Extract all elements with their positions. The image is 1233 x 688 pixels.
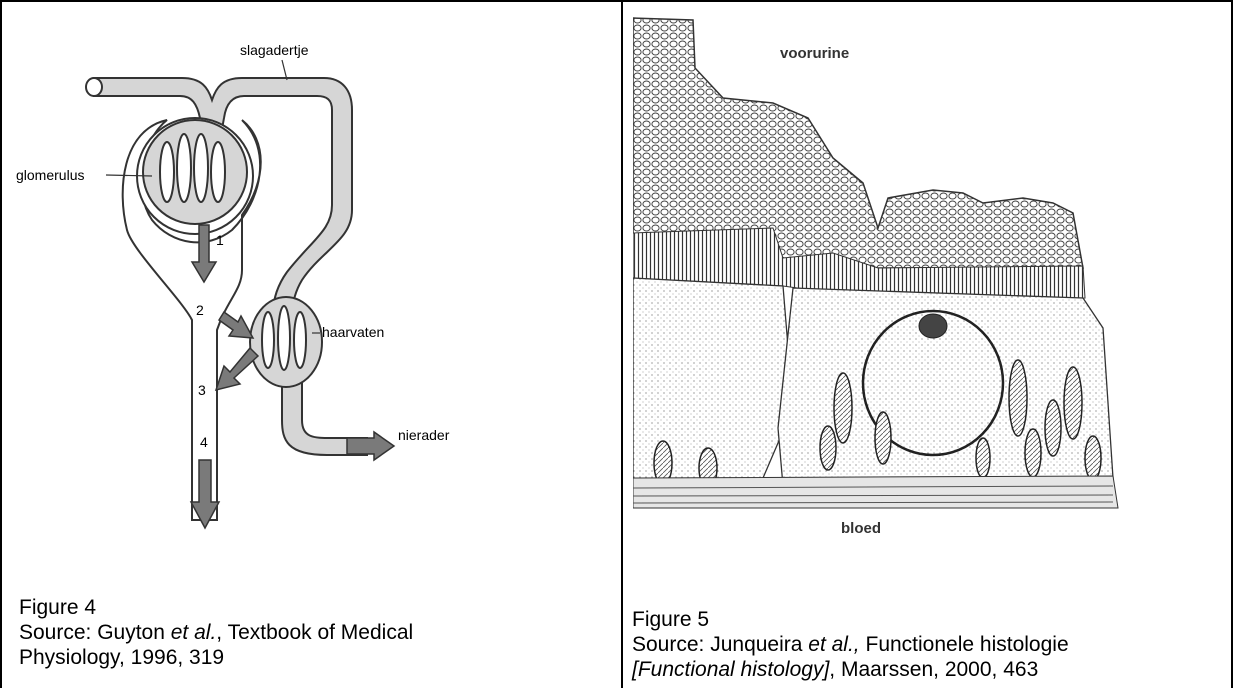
arrow-3: [216, 348, 258, 390]
label-n2: 2: [196, 302, 204, 318]
figure5-cell: voorurine bloed Figure 5 Source: Junquei…: [623, 0, 1231, 688]
label-n1: 1: [216, 232, 224, 248]
nephron-diagram: slagadertje glomerulus haarvaten nierade…: [2, 0, 621, 580]
figure5-source-prefix: Source: Junqueira: [632, 633, 808, 656]
figure4-source-italic: et al.: [171, 621, 217, 644]
figure4-source-line1: Source: Guyton et al., Textbook of Medic…: [19, 620, 413, 645]
glomerulus-ball: [137, 118, 253, 234]
histology-drawing: voorurine bloed: [633, 8, 1218, 553]
label-vein: nierader: [398, 427, 450, 443]
figure5-source-italic: et al.,: [808, 633, 859, 656]
figure5-caption: Figure 5 Source: Junqueira et al., Funct…: [632, 607, 1069, 682]
figure4-caption: Figure 4 Source: Guyton et al., Textbook…: [19, 595, 413, 670]
figure5-source-line2-italic: [Functional histology]: [632, 658, 829, 681]
label-n3: 3: [198, 382, 206, 398]
figure4-title: Figure 4: [19, 595, 413, 620]
figure4-source-line2: Physiology, 1996, 319: [19, 645, 413, 670]
label-bottom: bloed: [841, 520, 881, 537]
figure4-source-prefix: Source: Guyton: [19, 621, 171, 644]
label-glomerulus: glomerulus: [16, 167, 84, 183]
label-n4: 4: [200, 434, 208, 450]
figure4-cell: slagadertje glomerulus haarvaten nierade…: [2, 0, 621, 688]
figure5-source-line2: [Functional histology], Maarssen, 2000, …: [632, 657, 1069, 682]
figure4-source-rest: , Textbook of Medical: [216, 621, 413, 644]
capillary-bulb: [250, 297, 322, 387]
label-top: voorurine: [780, 45, 849, 62]
arrow-2: [219, 312, 253, 338]
label-capillaries: haarvaten: [322, 324, 384, 340]
figure5-source-line2-rest: , Maarssen, 2000, 463: [829, 658, 1038, 681]
figure5-source-rest: Functionele histologie: [860, 633, 1069, 656]
figure5-source-line1: Source: Junqueira et al., Functionele hi…: [632, 632, 1069, 657]
figure5-title: Figure 5: [632, 607, 1069, 632]
label-artery: slagadertje: [240, 42, 309, 58]
